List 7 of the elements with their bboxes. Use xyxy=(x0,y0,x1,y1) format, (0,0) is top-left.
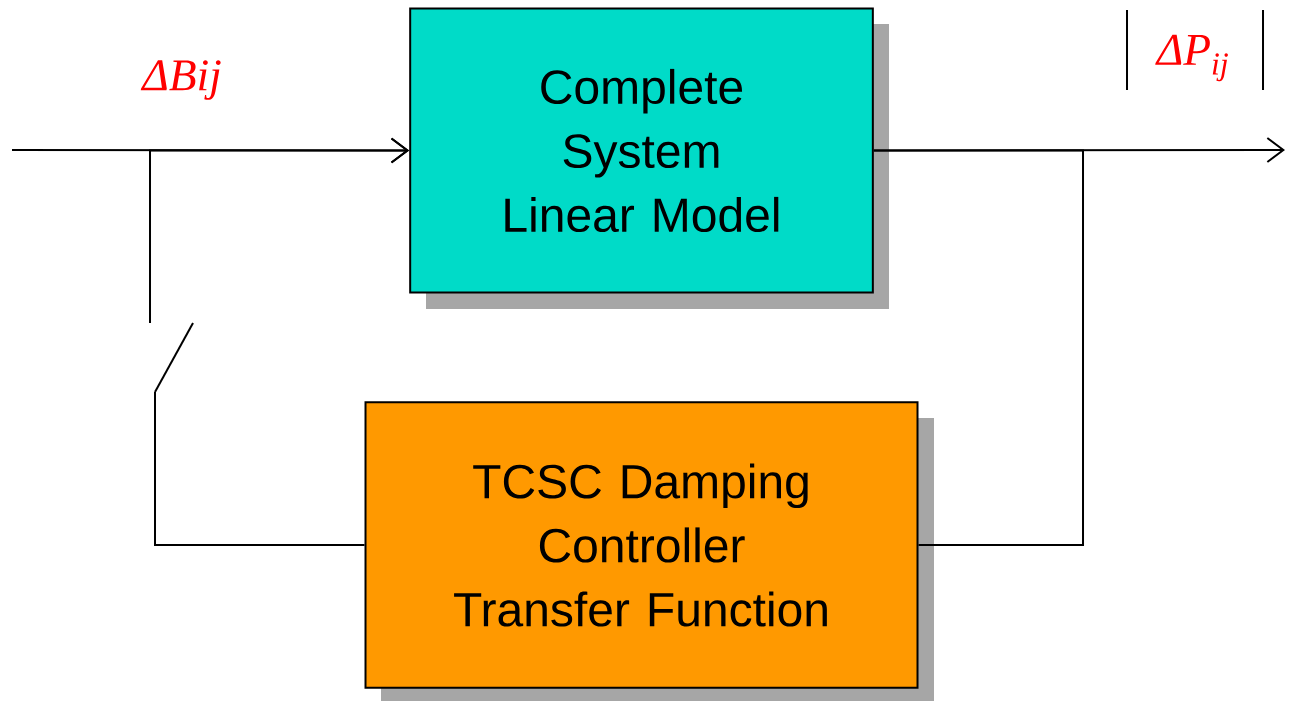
signal-label: ΔBij xyxy=(140,60,221,100)
process-box: Complete System Linear Model xyxy=(409,7,889,309)
process-box: TCSC Damping Controller Transfer Function xyxy=(364,401,934,701)
arrow xyxy=(872,137,1285,164)
signal-label: ΔP$_{ij}$ xyxy=(1155,34,1228,82)
switch-symbol xyxy=(154,322,194,393)
arrow xyxy=(149,137,410,324)
